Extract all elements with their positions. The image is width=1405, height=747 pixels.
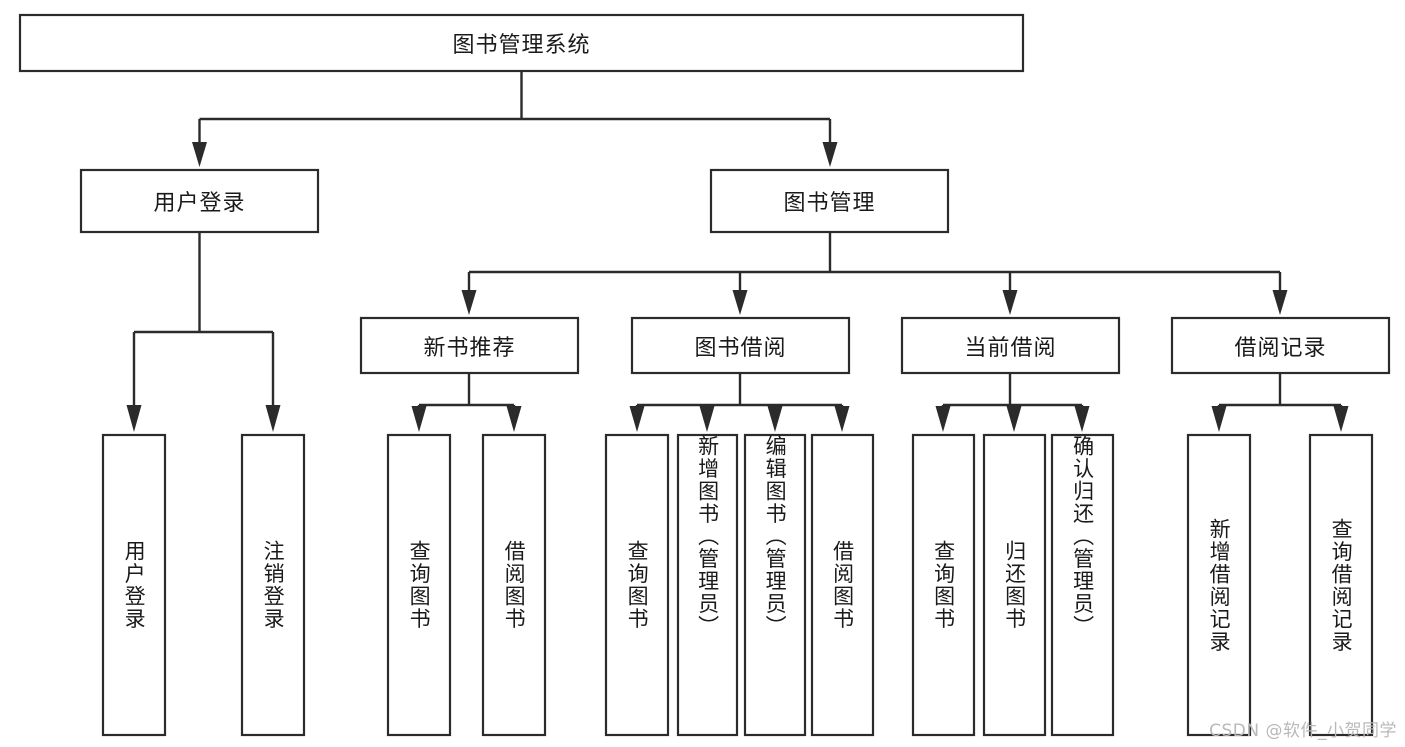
- arrowhead-borrow-record: [1272, 290, 1288, 315]
- node-box-leaf-logout[interactable]: [240, 433, 306, 737]
- csdn-watermark: CSDN @软件_小贺同学: [1209, 721, 1397, 741]
- arrowhead-new-book-recommend: [461, 290, 477, 315]
- arrowhead-leaf-logout: [265, 405, 281, 432]
- node-box-leaf-query-book-borrow[interactable]: [604, 433, 670, 737]
- node-box-leaf-edit-book-admin[interactable]: [743, 433, 807, 737]
- node-box-leaf-query-book-rec[interactable]: [386, 433, 452, 737]
- node-box-book-borrow[interactable]: [630, 316, 851, 375]
- arrowhead-leaf-borrow-book-rec: [506, 406, 522, 432]
- node-box-root[interactable]: [18, 13, 1025, 73]
- connector-layer: [126, 71, 1349, 432]
- arrowhead-leaf-borrow-book: [834, 406, 850, 432]
- arrowhead-book-management: [822, 142, 838, 167]
- arrowhead-leaf-query-book-borrow: [629, 406, 645, 432]
- node-box-leaf-confirm-return-admin[interactable]: [1050, 433, 1115, 737]
- arrowhead-leaf-add-book-admin: [699, 406, 715, 432]
- arrowhead-current-borrow: [1002, 290, 1018, 315]
- arrowhead-leaf-query-book-current: [935, 406, 951, 432]
- arrowhead-leaf-user-login: [126, 405, 142, 432]
- node-box-user-login[interactable]: [79, 168, 320, 234]
- node-box-leaf-add-book-admin[interactable]: [676, 433, 739, 737]
- arrowhead-leaf-confirm-return-admin: [1074, 406, 1090, 432]
- node-box-leaf-add-borrow-record[interactable]: [1186, 433, 1252, 737]
- arrowhead-leaf-query-borrow-record: [1333, 406, 1349, 432]
- node-box-leaf-borrow-book[interactable]: [810, 433, 875, 737]
- arrowhead-book-borrow: [732, 290, 748, 315]
- arrowhead-user-login: [192, 142, 207, 167]
- arrowhead-leaf-query-book-rec: [411, 406, 427, 432]
- arrowhead-leaf-edit-book-admin: [767, 406, 783, 432]
- arrowhead-leaf-return-book: [1006, 406, 1022, 432]
- node-box-borrow-record[interactable]: [1170, 316, 1391, 375]
- node-box-leaf-query-book-current[interactable]: [911, 433, 976, 737]
- node-box-leaf-user-login[interactable]: [101, 433, 167, 737]
- node-box-leaf-query-borrow-record[interactable]: [1308, 433, 1374, 737]
- node-box-leaf-borrow-book-rec[interactable]: [481, 433, 547, 737]
- node-box-new-book-recommend[interactable]: [359, 316, 580, 375]
- node-box-book-management[interactable]: [709, 168, 950, 234]
- node-box-leaf-return-book[interactable]: [982, 433, 1047, 737]
- node-box-current-borrow[interactable]: [900, 316, 1121, 375]
- node-layer: [18, 13, 1391, 737]
- arrowhead-leaf-add-borrow-record: [1211, 406, 1227, 432]
